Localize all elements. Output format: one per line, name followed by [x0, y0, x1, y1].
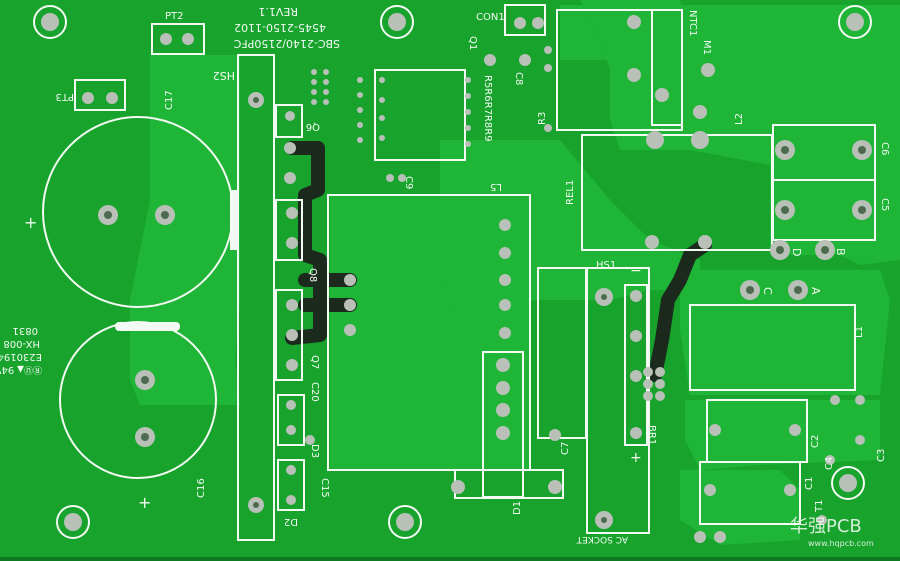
label-c6: C6: [879, 142, 890, 155]
label-ul: ⓇⓊ▲ 94V0: [0, 364, 42, 375]
watermark-logo-text: 华强PCB: [790, 516, 862, 537]
label-d1: D1: [512, 501, 523, 515]
watermark-url: www.hqpcb.com: [808, 539, 874, 548]
label-minus-br1: −: [630, 263, 642, 279]
label-q1: Q1: [467, 36, 478, 50]
label-d: D: [790, 248, 803, 256]
label-ntc1: NTC1: [687, 10, 698, 36]
label-c5: C5: [879, 198, 890, 211]
label-d2: D2: [284, 516, 298, 527]
label-m1: M1: [701, 40, 712, 55]
label-l2: L2: [734, 113, 745, 125]
label-hx: HX-008: [3, 338, 40, 349]
label-br1: BR1: [646, 425, 657, 445]
label-q7: Q7: [309, 355, 320, 369]
label-c15: C15: [319, 478, 330, 498]
label-ac-socket: AC SOCKET: [576, 534, 628, 544]
label-board-name: SBC-2140/2150PFC: [233, 37, 340, 50]
label-revision: REV1.1: [258, 5, 298, 18]
label-date-code: 0831: [13, 325, 38, 336]
label-cert-number: E230194: [0, 351, 42, 362]
label-c8: C8: [513, 72, 524, 85]
label-t1: T1: [814, 500, 825, 513]
label-c17: C17: [164, 90, 175, 110]
label-r3: R3: [537, 112, 548, 125]
label-hs2: HS2: [213, 69, 235, 82]
label-plus-br1: +: [630, 450, 642, 466]
label-a: A: [809, 287, 822, 295]
label-c2: C2: [810, 435, 821, 448]
copper-pours: [130, 0, 900, 545]
label-c3: C3: [876, 449, 887, 462]
label-pt2: PT2: [165, 11, 184, 22]
label-plus-c17: +: [24, 213, 37, 232]
label-c7: C7: [560, 442, 571, 455]
label-plus-c16: +: [138, 493, 151, 512]
label-d3: D3: [309, 444, 320, 458]
label-c16: C16: [196, 478, 207, 498]
watermark: 华强PCB www.hqpcb.com: [790, 516, 874, 548]
silkscreen-labels: PT2 PT3 C17 HS2 C16 + + Q6 Q8 Q7 C20 D3 …: [0, 5, 890, 544]
label-rel1: REL1: [565, 180, 576, 205]
label-part-number: 4545-2150-1102: [234, 21, 326, 34]
mounting-holes: [33, 5, 872, 539]
label-q6: Q6: [306, 121, 320, 132]
label-b: B: [834, 248, 847, 256]
label-c: C: [761, 287, 774, 295]
heatsink-gap: [230, 190, 238, 250]
label-c20: C20: [309, 382, 320, 402]
label-pt3: PT3: [55, 91, 74, 102]
capacitor-divider: [115, 322, 180, 331]
label-c1: C1: [804, 477, 815, 490]
label-q8: Q8: [307, 268, 318, 282]
component-pads: [82, 15, 872, 543]
label-con1: CON1: [476, 12, 505, 23]
label-hs1: HS1: [596, 260, 616, 271]
label-r5-r9: R5R6R7R8R9: [482, 75, 493, 142]
label-l5: L5: [490, 181, 502, 192]
label-l1: L1: [854, 326, 865, 338]
label-c9: C9: [403, 176, 414, 189]
label-c4: C4: [824, 457, 835, 470]
